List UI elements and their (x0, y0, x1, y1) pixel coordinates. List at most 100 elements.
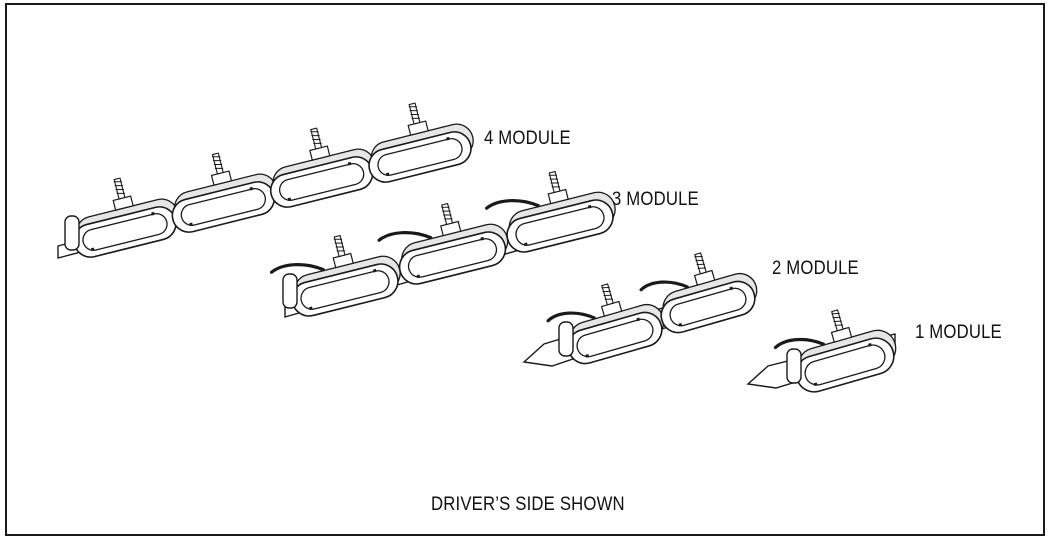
power-cable (269, 263, 325, 274)
end-cap (282, 273, 298, 309)
module-lens (377, 137, 463, 177)
mount-stud (211, 152, 224, 175)
light-module (269, 127, 376, 208)
stud-thread (333, 238, 343, 240)
module-tab (416, 274, 421, 279)
module-tab (287, 197, 292, 202)
stud-thread (444, 218, 453, 220)
stud-thread (832, 316, 841, 319)
stud-thread (409, 110, 418, 112)
module-tab (347, 161, 352, 166)
end-cap (64, 215, 80, 251)
module-lens (180, 187, 267, 227)
stud-thread (310, 131, 319, 133)
stud-thread (115, 189, 124, 191)
stud-thread (834, 324, 843, 326)
stud-thread (551, 186, 560, 188)
light-module (639, 252, 758, 334)
stud-thread (411, 117, 420, 119)
stud-thread (443, 214, 452, 216)
assembly-1-module (746, 309, 897, 393)
power-cable (484, 199, 540, 210)
module-lens (804, 344, 886, 386)
end-cap (558, 321, 574, 357)
stud-thread (114, 185, 123, 187)
label-1-module: 1 MODULE (915, 322, 1002, 343)
light-module (484, 170, 616, 253)
stud-thread (408, 106, 417, 108)
module-lens (669, 287, 747, 327)
assembly-4-module (57, 102, 474, 259)
module-lens (82, 212, 168, 252)
module-tab (90, 247, 95, 252)
stud-thread (213, 160, 222, 162)
module-tab (587, 204, 592, 209)
stud-thread (116, 192, 125, 194)
stud-thread (695, 259, 704, 262)
stud-thread (214, 167, 224, 169)
stud-thread (213, 164, 223, 166)
module-tab (813, 382, 818, 387)
stud-thread (335, 246, 344, 248)
stud-thread (336, 250, 345, 252)
module-tab (678, 322, 683, 327)
stud-thread (212, 156, 221, 158)
mount-stud (441, 202, 454, 226)
stud-thread (601, 287, 610, 289)
module-tab (385, 172, 390, 177)
mount-stud (113, 177, 126, 200)
module-tab (189, 222, 193, 227)
stud-thread (602, 290, 611, 293)
stud-thread (312, 139, 321, 141)
module-lens (407, 238, 498, 278)
stud-thread (313, 142, 322, 144)
power-cable (546, 311, 596, 323)
module-lens (300, 270, 390, 310)
end-cap (786, 348, 802, 384)
stud-thread (113, 181, 122, 183)
module-tab (309, 306, 313, 311)
stud-thread (604, 298, 614, 300)
power-cable (639, 280, 689, 292)
mount-stud (408, 102, 421, 125)
module-tab (636, 317, 641, 322)
light-module (368, 102, 474, 183)
module-tab (868, 342, 872, 347)
mount-stud (310, 127, 323, 150)
stud-thread (442, 210, 451, 212)
module-lens (278, 162, 365, 202)
module-tab (585, 353, 590, 358)
assembly-2-module (522, 252, 758, 367)
stud-thread (441, 206, 450, 208)
mount-stud (694, 252, 707, 275)
stud-thread (697, 267, 707, 269)
label-3-module: 3 MODULE (612, 189, 699, 210)
light-module (269, 234, 401, 317)
stud-thread (550, 182, 559, 184)
stud-thread (549, 178, 558, 180)
caption-drivers-side-shown: DRIVER’S SIDE SHOWN (431, 494, 625, 515)
light-module (773, 309, 897, 393)
module-tab (151, 211, 155, 216)
stud-thread (334, 242, 343, 244)
light-module (73, 177, 179, 258)
stud-thread (603, 294, 612, 296)
stud-thread (311, 135, 320, 137)
stud-thread (694, 256, 703, 258)
stud-thread (696, 263, 705, 265)
light-module (377, 202, 509, 285)
light-module (546, 283, 665, 365)
label-2-module: 2 MODULE (772, 258, 859, 279)
module-tab (524, 242, 528, 247)
stud-thread (831, 312, 840, 315)
module-lens (515, 206, 605, 246)
mount-stud (601, 283, 614, 306)
module-tab (480, 236, 485, 241)
module-tab (446, 136, 450, 141)
figure-frame (5, 3, 1045, 536)
module-tab (249, 186, 254, 191)
power-cable (377, 231, 433, 242)
light-module (171, 152, 278, 233)
mount-stud (548, 170, 561, 194)
